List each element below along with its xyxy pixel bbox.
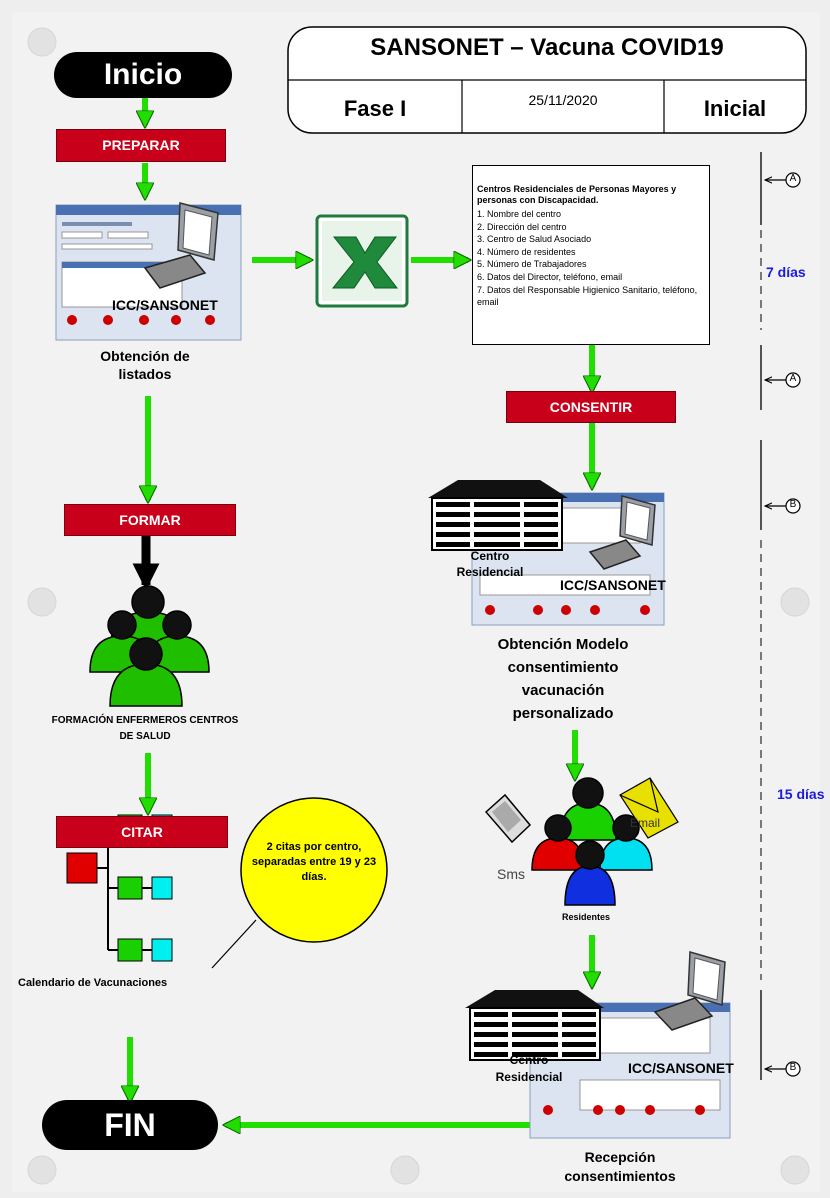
info-box-list: 1. Nombre del centro 2. Dirección del ce… [477,208,705,309]
timeline [760,152,801,1080]
info-box-item: 4. Número de residentes [477,246,576,257]
nurses-group-icon [89,585,210,707]
info-box-item: 6. Datos del Director, teléfono, email [477,271,623,282]
header-date: 25/11/2020 [528,92,598,108]
info-box-item: 2. Dirección del centro [477,221,567,232]
residents-group-icon [531,777,653,906]
end-terminal: FIN [42,1100,218,1150]
flow-arrows [130,98,592,1125]
computer-icon [143,202,219,289]
recepcion-caption: Recepción consentimientos [564,1149,676,1184]
days-15-label: 15 días [777,786,825,802]
header-stage: Inicial [703,96,767,121]
email-label: Email [630,816,661,830]
corner-decor-icon [27,27,810,1185]
header-table-frame [287,26,807,134]
formar-action: FORMAR [64,504,236,536]
header-title: SANSONET – Vacuna COVID19 [370,34,724,61]
building-icon [428,480,568,551]
days-7-label: 7 días [766,264,806,280]
info-box-title: Centros Residenciales de Personas Mayore… [477,184,677,205]
info-box: Centros Residenciales de Personas Mayore… [472,165,710,345]
icc-sansonet-label-2: ICC/SANSONET [560,577,666,593]
formacion-caption: FORMACIÓN ENFERMEROS CENTROS DE SALUD [51,715,239,742]
info-box-item: 3. Centro de Salud Asociado [477,234,592,245]
citar-action: CITAR [56,816,228,848]
sms-label: Sms [497,866,525,882]
centro-residencial-label-2: Centro Residencial [495,1053,563,1084]
computer-2-icon [588,495,656,570]
icc-sansonet-label-3: ICC/SANSONET [628,1060,734,1076]
obtencion-modelo-caption: Obtención Modelo consentimiento vacunaci… [497,636,629,722]
callout-bubble [211,797,388,969]
header-phase: Fase I [343,96,407,121]
marker-b-2: B [789,1062,797,1073]
marker-a-1: A [789,173,797,184]
start-terminal: Inicio [54,52,232,98]
residentes-label: Residentes [562,912,611,922]
info-box-item: 1. Nombre del centro [477,209,562,219]
excel-icon [315,214,409,308]
marker-a-2: A [789,373,797,384]
building-2-icon [465,990,604,1061]
info-box-item: 5. Número de Trabajadores [477,259,587,270]
mobile-phone-icon [484,793,532,844]
info-box-item: 7. Datos del Responsable Higienico Sanit… [477,284,698,308]
centro-residencial-label-1: Centro Residencial [456,549,524,579]
preparar-action: PREPARAR [56,129,226,162]
computer-3-icon [653,951,726,1031]
consentir-action: CONSENTIR [506,391,676,423]
icc-sansonet-label-1: ICC/SANSONET [112,297,218,313]
marker-b-1: B [789,499,797,510]
calendario-caption: Calendario de Vacunaciones [18,977,168,989]
callout-text: 2 citas por centro, separadas entre 19 y… [251,841,377,883]
obtencion-listados-caption: Obtención de listados [100,348,190,382]
